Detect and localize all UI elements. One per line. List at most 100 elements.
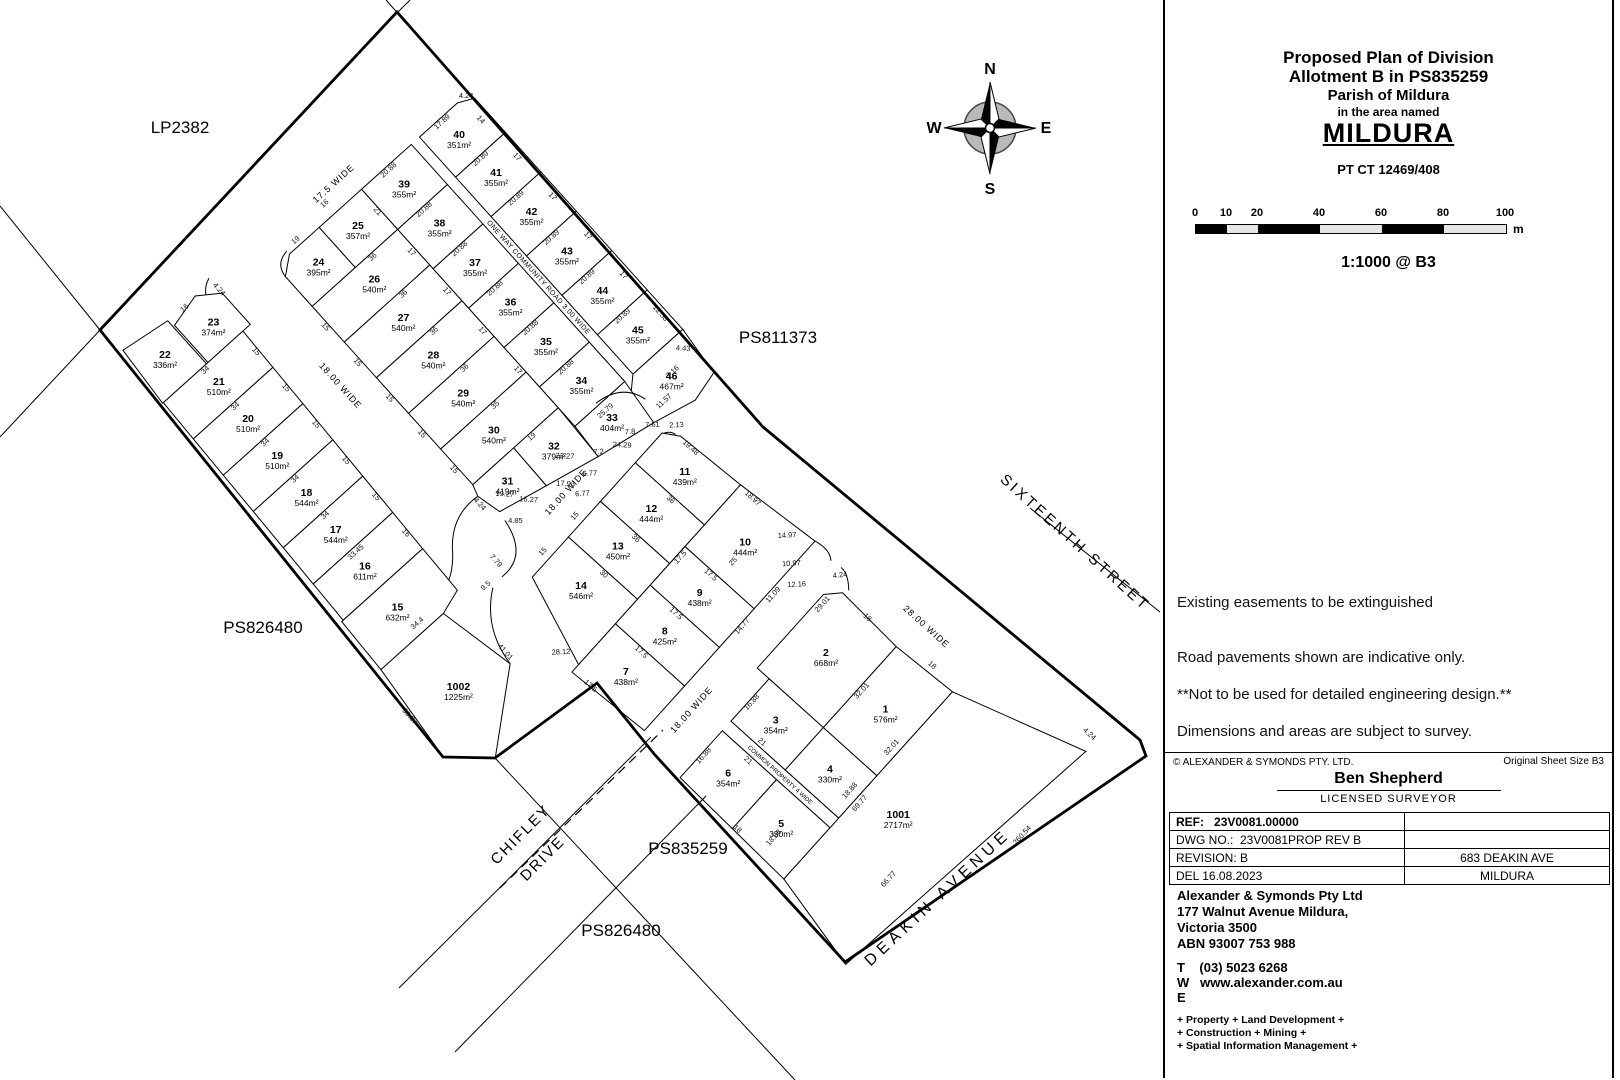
company-name: Alexander & Symonds Pty Ltd — [1177, 888, 1363, 903]
scale-tick: 80 — [1436, 207, 1450, 219]
note-pavements: Road pavements shown are indicative only… — [1177, 649, 1466, 666]
dimension-label: 15 — [569, 510, 581, 522]
lot-number: 36 — [505, 296, 517, 308]
lot-area: 374m² — [201, 327, 225, 337]
road-edge-line — [490, 587, 511, 664]
title-block-panel: Proposed Plan of Division Allotment B in… — [1163, 0, 1614, 1078]
lot-number: 38 — [434, 218, 446, 230]
note-engineering: **Not to be used for detailed engineerin… — [1177, 686, 1512, 703]
lot-number: 43 — [561, 246, 573, 258]
dimension-label: 4.24 — [459, 91, 474, 100]
boundary-line — [499, 729, 664, 889]
scale-tick: 20 — [1250, 207, 1264, 219]
lot-number: 1 — [883, 703, 889, 715]
dimension-label: 12.16 — [787, 579, 806, 589]
lot-area: 330m² — [818, 775, 842, 785]
scale-tick: 100 — [1495, 207, 1515, 219]
plan-drawing-svg: 40351m²41355m²42355m²43355m²44355m²45355… — [0, 0, 1161, 1080]
company-abn: ABN 93007 753 988 — [1177, 936, 1296, 951]
dwg-label: DWG NO.: — [1176, 832, 1234, 847]
web-value[interactable]: www.alexander.com.au — [1200, 975, 1343, 990]
lot-area: 354m² — [716, 778, 740, 788]
lot-number: 10 — [739, 536, 751, 548]
lot-number: 13 — [612, 540, 624, 552]
lot-area: 544m² — [324, 535, 348, 545]
lot-area: 540m² — [362, 285, 386, 295]
road-label: 28.00 WIDE — [901, 603, 951, 650]
lot-number: 17 — [330, 524, 342, 536]
lot-area: 540m² — [482, 435, 506, 445]
lot-number: 19 — [271, 450, 283, 462]
lot-area: 355m² — [555, 257, 579, 267]
lot-area: 576m² — [874, 714, 898, 724]
lot-area: 510m² — [207, 387, 231, 397]
road-label: 18.00 WIDE — [317, 361, 364, 411]
table-row: REVISION: B 683 DEAKIN AVE — [1170, 848, 1609, 866]
lot-area: 668m² — [814, 658, 838, 668]
lot-area: 355m² — [569, 386, 593, 396]
lot-number: 1002 — [447, 681, 471, 693]
plan-title-line2: Allotment B in PS835259 — [1288, 67, 1489, 86]
lot-area: 404m² — [600, 423, 624, 433]
dimension-label: 7.8 — [625, 427, 636, 437]
boundary-line — [391, 0, 411, 19]
dimension-label: 4.24 — [1081, 726, 1098, 742]
dimension-label: 17.93 — [556, 479, 575, 489]
road-edge-line — [840, 566, 850, 591]
svg-text:W: W — [926, 120, 942, 137]
lot-area: 546m² — [569, 591, 593, 601]
lot-number: 34 — [576, 375, 588, 387]
tagline-2: + Construction + Mining + — [1177, 1027, 1307, 1039]
plan-title-line1: Proposed Plan of Division — [1283, 48, 1494, 67]
road-edge-line — [501, 520, 517, 578]
web-label: W — [1177, 975, 1190, 990]
lot-number: 4 — [827, 764, 833, 776]
lot-7 — [571, 623, 686, 732]
road-edge-line — [595, 391, 646, 404]
lot-area: 444m² — [639, 514, 663, 524]
lot-area: 438m² — [614, 677, 638, 687]
lot-number: 25 — [352, 220, 364, 232]
rotated-group-a: 40351m²41355m²42355m²43355m²44355m²45355… — [122, 91, 715, 759]
tagline-3: + Spatial Information Management + — [1177, 1040, 1358, 1052]
dimension-label: 4.85 — [508, 516, 523, 525]
lot-area: 540m² — [391, 323, 415, 333]
boundary-line — [494, 757, 796, 1080]
boundary-line — [1029, 507, 1161, 613]
lot-number: 18 — [301, 487, 313, 499]
dimension-label: 7.2 — [593, 447, 604, 457]
table-row: REF: 23V0081.00000 — [1170, 813, 1609, 830]
lot-number: 6 — [725, 767, 731, 779]
lot-area: 2717m² — [884, 820, 913, 830]
table-row: DWG NO.: 23V0081PROP REV B — [1170, 830, 1609, 848]
plan-area-name: MILDURA — [1322, 118, 1455, 148]
lot-number: 16 — [359, 561, 371, 573]
lot-number: 3 — [773, 715, 779, 727]
scale-unit: m — [1513, 222, 1524, 236]
lot-number: 29 — [457, 387, 469, 399]
lot-area: 355m² — [519, 217, 543, 227]
dimension-label: 16.27 — [519, 494, 538, 504]
lot-number: 12 — [645, 503, 657, 515]
lot-number: 39 — [398, 178, 410, 190]
boundary-line — [454, 795, 707, 1053]
lot-area: 355m² — [428, 229, 452, 239]
lot-area: 540m² — [421, 361, 445, 371]
phone-value: (03) 5023 6268 — [1199, 960, 1288, 975]
lot-number: 14 — [575, 580, 587, 592]
lot-area: 450m² — [606, 551, 630, 561]
label-lp2382: LP2382 — [151, 118, 210, 137]
lot-number: 30 — [488, 424, 500, 436]
lot-area: 438m² — [688, 598, 712, 608]
lot-area: 540m² — [451, 398, 475, 408]
email-label: E — [1177, 990, 1186, 1005]
lot-number: 41 — [490, 167, 502, 179]
lot-area: 355m² — [534, 347, 558, 357]
surveyor-name: Ben Shepherd — [1334, 770, 1443, 787]
ref-value: 23V0081.00000 — [1214, 814, 1299, 829]
lot-area: 444m² — [733, 547, 757, 557]
scale-tick: 40 — [1312, 207, 1326, 219]
ref-label: REF: — [1176, 814, 1204, 829]
boundary-line — [385, 0, 403, 19]
dimension-label: 4.43 — [676, 343, 691, 353]
